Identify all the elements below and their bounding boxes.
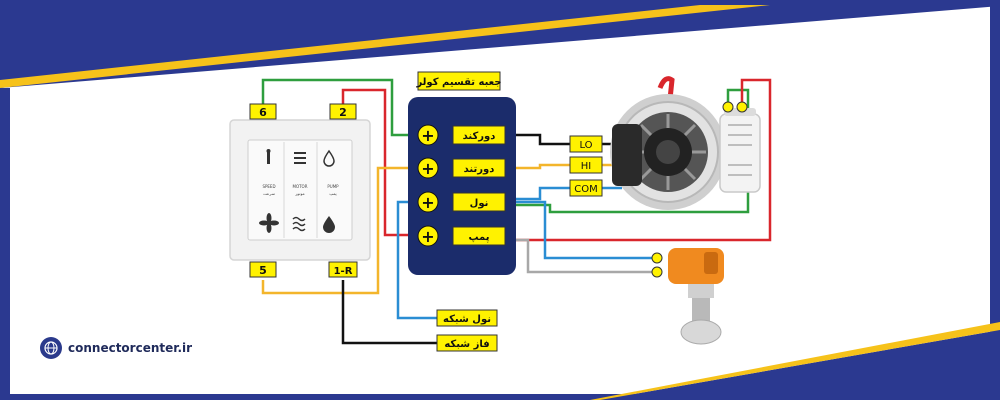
terminal-label-1: دورکند	[463, 131, 496, 142]
wire-green-switch	[261, 78, 410, 137]
tag-2: 2	[339, 106, 347, 119]
site-url[interactable]: connectorcenter.ir	[68, 341, 193, 355]
tag-2-box	[329, 103, 357, 120]
speed-icon	[266, 149, 271, 164]
wire-black-mains	[341, 280, 437, 345]
terminal-row-1: + دورکند	[417, 124, 506, 146]
frame-left	[0, 88, 10, 400]
terminal-row-3: + نول	[417, 191, 506, 213]
tag-1r: 1-R	[334, 266, 353, 277]
drop-icon	[323, 216, 335, 233]
label-phase: فاز شبکه	[444, 339, 489, 350]
wire-yellow-switch	[261, 166, 410, 295]
tag-5-box	[249, 261, 277, 278]
plus-2: +	[421, 159, 434, 178]
box-title: جعبه تقسیم کولر	[415, 77, 501, 88]
frame-right	[990, 6, 1000, 400]
label-lo-box	[569, 135, 603, 153]
terminal-row-4: + پمپ	[417, 225, 506, 247]
tag-1r-box	[328, 261, 358, 278]
speed-label-fa: سرعت	[263, 191, 276, 196]
site-badge: connectorcenter.ir	[40, 337, 192, 359]
tag-6: 6	[259, 106, 267, 119]
motor-icon	[294, 152, 306, 164]
pump-icon	[323, 149, 335, 167]
frame-top	[0, 0, 1000, 88]
fan-icon	[259, 213, 279, 233]
wire-blue-pump	[505, 200, 655, 260]
motor-label-fa: موتور	[294, 191, 304, 196]
label-com-box	[569, 179, 603, 197]
cooler-motor	[610, 76, 726, 210]
waves-icon	[292, 216, 306, 232]
label-neutral: نول شبکه	[443, 314, 491, 325]
label-com: COM	[574, 184, 597, 195]
wire-blue-com	[505, 186, 570, 201]
junction-box	[408, 97, 516, 275]
label-phase-box	[436, 334, 498, 352]
capacitor	[719, 101, 761, 193]
plus-4: +	[421, 227, 434, 246]
accent-stripe-bottom	[590, 322, 1000, 400]
accent-stripe-top	[0, 5, 770, 88]
plus-1: +	[421, 126, 434, 145]
tag-5: 5	[259, 264, 267, 277]
wall-switch: SPEED سرعت MOTOR موتور PUMP پمپ	[229, 119, 371, 261]
wire-green-capacitor-a	[505, 88, 750, 214]
pump-label-fa: پمپ	[329, 191, 336, 196]
terminal-label-2: دورتند	[464, 164, 495, 175]
box-title-bg	[417, 71, 501, 91]
pump-label-en: PUMP	[327, 184, 339, 189]
terminal-label-3: نول	[470, 198, 489, 209]
wire-blue-mains	[396, 200, 437, 320]
label-hi: HI	[581, 161, 591, 172]
tag-6-box	[249, 103, 277, 120]
wire-red-capacitor	[505, 78, 772, 242]
wire-yellow-hi	[505, 163, 570, 170]
terminal-label-4: پمپ	[468, 232, 489, 243]
wire-red-switch	[341, 88, 410, 237]
label-neutral-box	[436, 309, 498, 327]
label-lo: LO	[579, 140, 592, 151]
speed-label-en: SPEED	[262, 184, 275, 189]
wire-gray-pump	[505, 238, 655, 274]
wire-black-lo	[505, 133, 570, 146]
plus-3: +	[421, 193, 434, 212]
globe-icon	[40, 337, 62, 359]
water-pump	[651, 248, 724, 345]
terminal-row-2: + دورتند	[417, 157, 506, 179]
motor-label-en: MOTOR	[293, 184, 308, 189]
label-hi-box	[569, 156, 603, 174]
